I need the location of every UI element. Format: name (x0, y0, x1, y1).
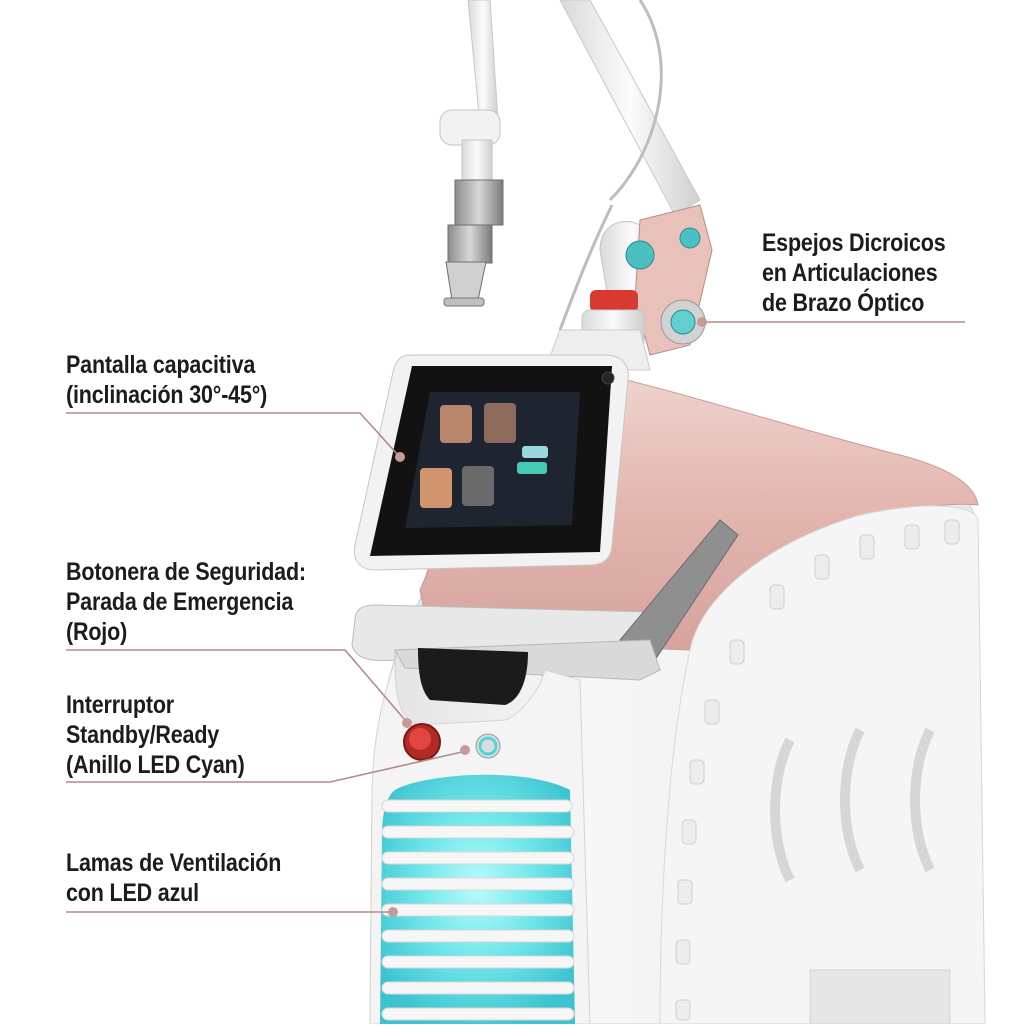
side-slots (675, 519, 960, 1021)
vent-louvers (381, 799, 575, 1021)
callout-mirrors-line-3: de Brazo Óptico (762, 289, 925, 317)
leader-switch (66, 751, 463, 783)
callout-safety-line-2: Parada de Emergencia (66, 588, 294, 616)
callout-screen-line-1: Pantalla capacitiva (66, 351, 256, 379)
callout-safety: Botonera de Seguridad: Parada de Emergen… (66, 557, 306, 647)
callout-switch-line-3: (Anillo LED Cyan) (66, 751, 245, 779)
leader-mirrors-dot (697, 317, 707, 327)
leader-safety (66, 649, 406, 721)
callout-vents: Lamas de Ventilación con LED azul (66, 848, 281, 908)
leader-lines (66, 317, 965, 917)
callout-screen: Pantalla capacitiva (inclinación 30°-45°… (66, 350, 267, 410)
leader-safety-dot (402, 718, 412, 728)
device-body (351, 359, 986, 1025)
callout-safety-line-3: (Rojo) (66, 618, 128, 646)
capacitive-screen[interactable] (353, 354, 629, 571)
leader-switch-dot (460, 745, 470, 755)
callout-mirrors: Espejos Dicroicos en Articulaciones de B… (762, 228, 946, 318)
callout-safety-line-1: Botonera de Seguridad: (66, 558, 306, 586)
callout-switch-line-1: Interruptor (66, 691, 174, 719)
optical-arm (439, 0, 713, 371)
standby-ready-switch[interactable] (475, 733, 501, 759)
leader-vents-dot (388, 907, 398, 917)
leader-screen (66, 412, 399, 456)
callout-mirrors-line-2: en Articulaciones (762, 259, 938, 287)
callout-switch-line-2: Standby/Ready (66, 721, 220, 749)
callout-vents-line-1: Lamas de Ventilación (66, 849, 282, 877)
callout-vents-line-2: con LED azul (66, 879, 199, 907)
callout-mirrors-line-1: Espejos Dicroicos (762, 229, 946, 257)
emergency-stop-button[interactable] (403, 723, 441, 761)
leader-screen-dot (395, 452, 405, 462)
callout-screen-line-2: (inclinación 30°-45°) (66, 381, 268, 409)
speaker-grilles (770, 727, 935, 883)
callout-switch: Interruptor Standby/Ready (Anillo LED Cy… (66, 690, 245, 780)
